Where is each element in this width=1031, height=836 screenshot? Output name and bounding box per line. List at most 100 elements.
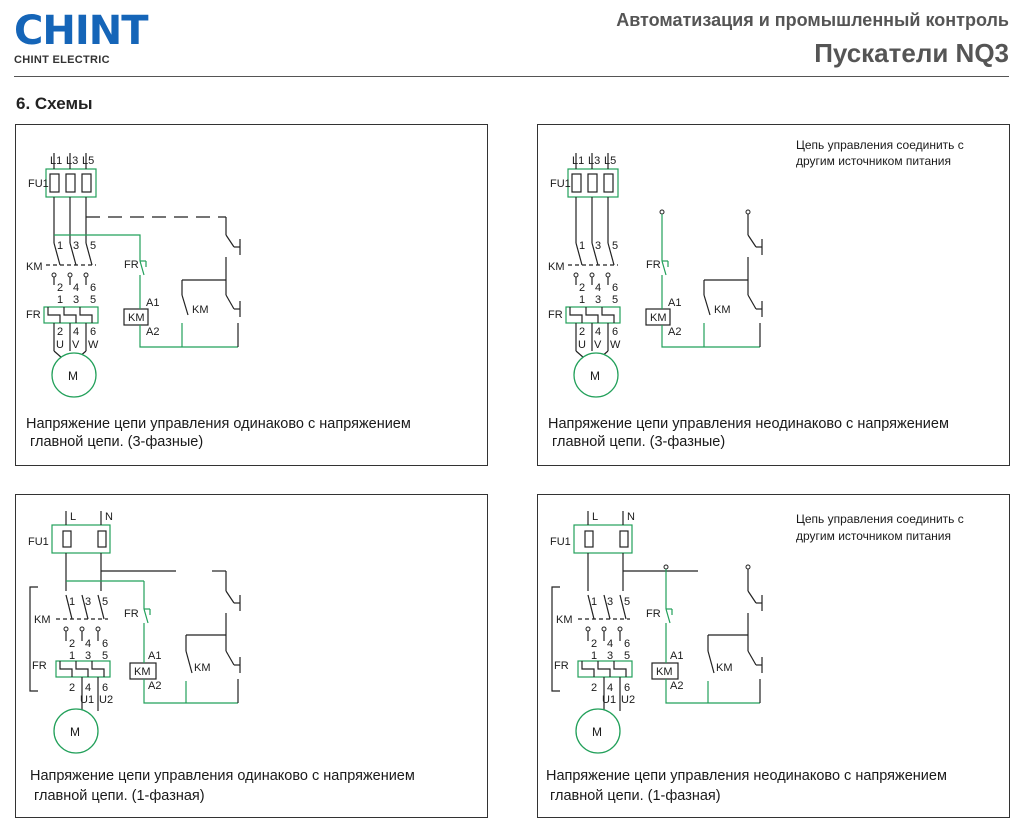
panel-caption-line2: главной цепи. (3-фазные) <box>548 434 726 450</box>
wire <box>575 242 583 266</box>
motor-circle <box>53 708 99 754</box>
terminal-label: 1 <box>591 650 597 662</box>
phase-label: L3 <box>66 155 78 167</box>
terminal-label: 4 <box>73 326 79 338</box>
coil-terminal: A2 <box>670 680 683 692</box>
wire <box>551 586 560 692</box>
coil-label: KM <box>128 312 145 324</box>
wire <box>747 234 757 248</box>
overload-relay <box>565 306 621 324</box>
panel-caption-line2: главной цепи. (3-фазные) <box>26 434 204 450</box>
terminal-label: 1 <box>57 294 63 306</box>
wire <box>603 594 611 620</box>
terminal-dot <box>601 626 607 632</box>
fuse-frame <box>567 168 619 198</box>
overload-label: FR <box>548 309 563 321</box>
terminal-label: 3 <box>73 294 79 306</box>
wire <box>47 307 61 323</box>
panel-note-line2: другим источником питания <box>796 529 951 543</box>
wire <box>747 650 757 666</box>
chint-logo: CHINT CHINT ELECTRIC <box>14 10 164 70</box>
fuse-label: FU1 <box>550 536 571 548</box>
terminal-label: U1 <box>602 694 616 706</box>
terminal-dot <box>663 564 669 570</box>
contactor-label: KM <box>556 614 573 626</box>
control-fr-label: FR <box>646 259 661 271</box>
terminal-label: 5 <box>90 240 96 252</box>
wire <box>75 661 89 677</box>
panel-note-line1: Цепь управления соединить с <box>796 138 964 152</box>
terminal-dot <box>585 626 591 632</box>
terminal-label: 5 <box>612 240 618 252</box>
panel-caption-line2: главной цепи. (1-фазная) <box>30 788 205 804</box>
coil-km <box>123 308 149 326</box>
wire <box>747 590 757 604</box>
terminal-label: 6 <box>624 682 630 694</box>
wire <box>97 594 105 620</box>
coil-label: KM <box>656 666 673 678</box>
terminal-dot <box>83 272 89 278</box>
terminal-label: 2 <box>57 282 63 294</box>
terminal-label: 3 <box>607 650 613 662</box>
wire <box>225 234 235 248</box>
header-category: Автоматизация и промышленный контроль <box>616 10 1009 30</box>
wire <box>91 661 105 677</box>
terminal-dot <box>745 209 751 215</box>
section-title: 6. Схемы <box>16 94 93 113</box>
motor-label: M <box>592 725 602 739</box>
terminal-label: 6 <box>90 282 96 294</box>
control-fr-label: FR <box>646 608 661 620</box>
motor-circle <box>51 352 97 398</box>
overload-label: FR <box>554 660 569 672</box>
panel-note-line2: другим источником питания <box>796 154 951 168</box>
terminal-label: 4 <box>73 282 79 294</box>
fuse-label: FU1 <box>28 536 49 548</box>
phase-label: L <box>592 511 598 523</box>
phase-label: L5 <box>82 155 94 167</box>
terminal-dot <box>745 564 751 570</box>
wire <box>85 242 93 266</box>
fuse-element <box>81 173 92 193</box>
terminal-label: 1 <box>579 294 585 306</box>
panel-caption-line1: Напряжение цепи управления одинаково с н… <box>30 768 415 784</box>
terminal-label: 2 <box>69 638 75 650</box>
overload-relay <box>43 306 99 324</box>
terminal-label: 6 <box>624 638 630 650</box>
wire <box>59 661 73 677</box>
motor-label: M <box>68 369 78 383</box>
wire <box>585 307 599 323</box>
header-product: Пускатели NQ3 <box>814 38 1009 68</box>
terminal-label: 1 <box>69 596 75 608</box>
fuse-element <box>587 173 598 193</box>
overload-relay <box>55 660 111 678</box>
terminal-label: 2 <box>591 638 597 650</box>
wire <box>665 608 671 624</box>
terminal-label: 4 <box>85 638 91 650</box>
fuse-element <box>584 530 594 548</box>
wire <box>747 294 757 310</box>
terminal-label: 5 <box>102 596 108 608</box>
terminal-label: 6 <box>102 682 108 694</box>
contactor-label: KM <box>548 261 565 273</box>
terminal-label: 6 <box>612 326 618 338</box>
terminal-label: 2 <box>579 326 585 338</box>
terminal-label: 1 <box>591 596 597 608</box>
terminal-label: 1 <box>69 650 75 662</box>
panel-caption-line1: Напряжение цепи управления неодинаково с… <box>546 768 947 784</box>
motor-circle <box>575 708 621 754</box>
fuse-frame <box>573 524 633 554</box>
terminal-label: 6 <box>612 282 618 294</box>
terminal-dot <box>67 272 73 278</box>
terminal-label: 5 <box>624 596 630 608</box>
coil-km <box>651 662 679 680</box>
wire <box>665 679 760 704</box>
overload-relay <box>577 660 633 678</box>
header-divider <box>14 76 1009 77</box>
terminal-dot <box>63 626 69 632</box>
terminal-label: 5 <box>90 294 96 306</box>
terminal-label: 2 <box>69 682 75 694</box>
terminal-dot <box>79 626 85 632</box>
logo-mark: CHINT <box>14 8 148 54</box>
